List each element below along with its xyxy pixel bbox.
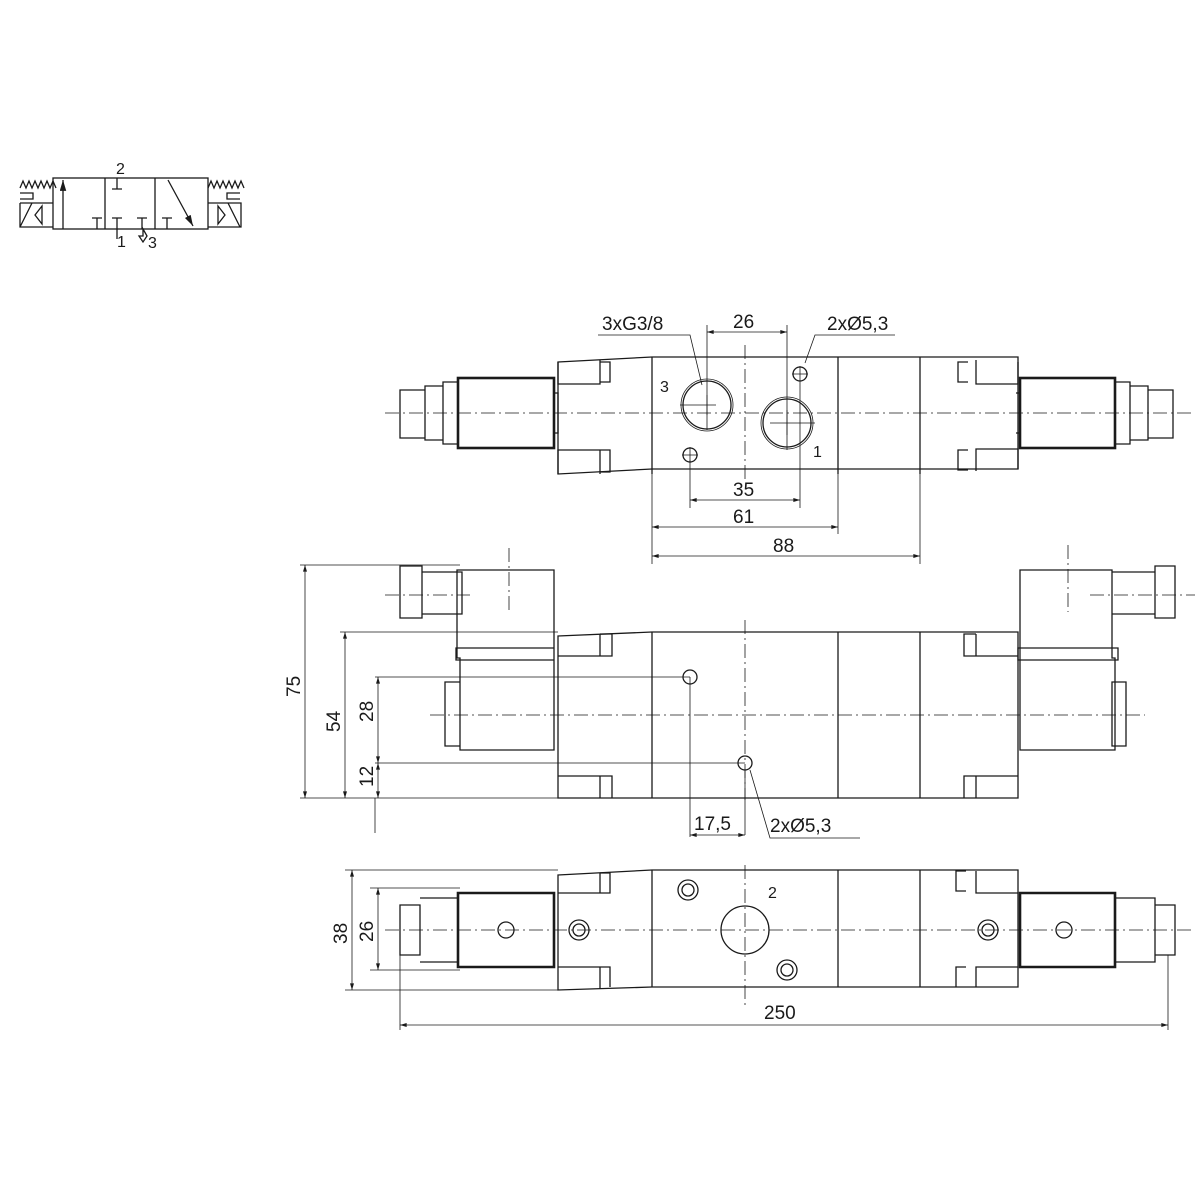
dim-28: 28: [357, 701, 378, 722]
hole-label-front: 2xØ5,3: [770, 816, 831, 837]
dim-61: 61: [733, 507, 754, 528]
dim-26-top: 26: [733, 312, 754, 333]
dim-35: 35: [733, 480, 754, 501]
symbol-port-3: 3: [148, 235, 157, 252]
dim-17-5: 17,5: [694, 814, 731, 835]
dim-38: 38: [331, 923, 352, 944]
symbol-port-1: 1: [117, 234, 126, 251]
thread-label: 3xG3/8: [602, 314, 663, 335]
bottom-view: 2 38 26 250: [331, 865, 1195, 1030]
dim-88: 88: [773, 536, 794, 557]
port-2-label: 2: [768, 885, 777, 902]
top-view: 3xG3/8 26 2xØ5,3 3 1 35 61 88: [385, 312, 1195, 564]
hole-label-top: 2xØ5,3: [827, 314, 888, 335]
dim-12: 12: [357, 766, 378, 787]
valve-symbol: 2 1 3: [19, 161, 245, 252]
symbol-port-2: 2: [116, 161, 125, 178]
port-1-label: 1: [813, 444, 822, 461]
port-3-label: 3: [660, 379, 669, 396]
dim-75: 75: [284, 676, 305, 697]
dim-54: 54: [324, 710, 345, 732]
dim-250: 250: [764, 1003, 796, 1024]
front-view: 75 54 28 12 17,5 2xØ5,3: [284, 545, 1195, 839]
dim-26-bottom: 26: [357, 921, 378, 942]
